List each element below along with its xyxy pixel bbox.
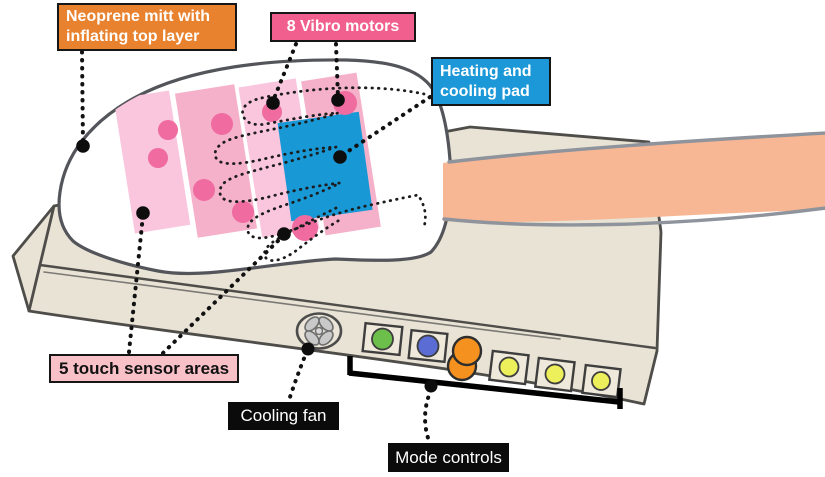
label-heating-cooling-pad: Heating and cooling pad xyxy=(431,57,551,106)
leader-line-vibro-1 xyxy=(271,42,298,103)
label-text: cooling pad xyxy=(440,82,530,100)
leader-dot-touch-2 xyxy=(277,227,291,241)
blue-button xyxy=(407,328,449,364)
label-touch-sensors: 5 touch sensor areas xyxy=(49,354,239,383)
yellow-button-3 xyxy=(581,363,622,399)
leader-dot-fan xyxy=(301,342,315,356)
orange-knob xyxy=(446,335,483,382)
label-text: 5 touch sensor areas xyxy=(58,358,230,378)
leader-dot-touch-1 xyxy=(136,206,150,220)
leader-dot-mode xyxy=(424,379,438,393)
label-cooling-fan: Cooling fan xyxy=(228,402,339,430)
leader-line-heatpad xyxy=(339,95,432,158)
cooling-fan-icon xyxy=(295,312,343,350)
leader-dot-heatpad xyxy=(333,150,347,164)
arm-outline-bottom xyxy=(442,206,825,227)
vibro-motor xyxy=(292,215,318,241)
yellow-button-1 xyxy=(487,349,530,386)
base-front-fold-double xyxy=(43,271,561,340)
user-arm xyxy=(443,132,825,223)
yellow-button-2 xyxy=(533,356,576,393)
hand-outline xyxy=(213,86,427,262)
leader-line-vibro-2 xyxy=(334,42,340,99)
green-button xyxy=(361,321,404,357)
vibro-motor xyxy=(158,120,178,140)
label-vibro-motors: 8 Vibro motors xyxy=(270,12,416,42)
label-text: inflating top layer xyxy=(66,28,200,45)
leader-line-fan xyxy=(287,349,309,402)
leader-dot-vibro-2 xyxy=(331,93,345,107)
vibro-motor xyxy=(193,179,215,201)
touch-sensor-strip xyxy=(174,84,258,238)
base-front-fold xyxy=(38,263,657,350)
leader-line-touch-1 xyxy=(127,213,145,354)
leader-dot-vibro-1 xyxy=(266,96,280,110)
leader-line-neoprene xyxy=(80,50,85,146)
leader-dot-neoprene xyxy=(76,139,90,153)
mode-controls-bracket xyxy=(347,356,623,409)
vibro-motor xyxy=(232,201,254,223)
label-text: Mode controls xyxy=(395,447,502,467)
vibro-motor xyxy=(148,148,168,168)
label-mode-controls: Mode controls xyxy=(388,443,509,472)
label-text: Neoprene mitt with xyxy=(66,8,211,25)
vibro-motor xyxy=(211,113,233,135)
base-left-edge xyxy=(27,204,56,313)
label-text: Heating and xyxy=(440,62,532,80)
heating-cooling-pad xyxy=(277,111,373,222)
label-neoprene-mitt: Neoprene mitt with inflating top layer xyxy=(57,3,237,51)
arm-outline-top xyxy=(447,131,825,164)
label-text: 8 Vibro motors xyxy=(286,18,400,35)
label-text: Cooling fan xyxy=(240,406,327,425)
leader-line-mode xyxy=(423,388,433,443)
